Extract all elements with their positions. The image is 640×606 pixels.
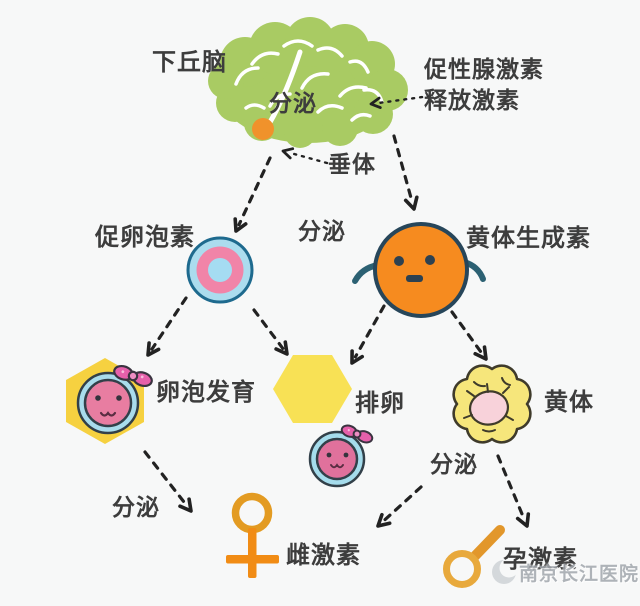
bow-icon xyxy=(340,424,374,444)
label-gnrh-line2: 释放激素 xyxy=(424,87,520,113)
ovulation-hexagon-icon xyxy=(273,355,352,423)
label-pituitary: 垂体 xyxy=(328,151,376,177)
label-pituitary-secretes: 分泌 xyxy=(298,218,346,244)
fsh-cell-icon xyxy=(186,236,254,304)
corpus-luteum-icon xyxy=(452,364,532,444)
progesterone-symbol-icon xyxy=(443,525,505,588)
watermark-logo-icon xyxy=(492,558,519,584)
label-ovulation: 排卵 xyxy=(355,390,405,417)
label-lh: 黄体生成素 xyxy=(466,225,591,252)
estrogen-symbol-icon xyxy=(226,492,279,578)
label-estrogen: 雌激素 xyxy=(286,542,361,569)
bow-icon xyxy=(113,364,153,388)
label-follicle-secretes: 分泌 xyxy=(112,494,160,520)
pituitary-dot-icon xyxy=(252,118,274,140)
label-corpus-luteum: 黄体 xyxy=(544,389,594,416)
label-fsh: 促卵泡素 xyxy=(95,224,195,251)
lh-cell-icon xyxy=(352,222,486,318)
label-gnrh: 促性腺激素 释放激素 xyxy=(424,54,544,116)
label-hypothalamus: 下丘脑 xyxy=(152,49,227,76)
follicle-ovum-icon xyxy=(76,364,153,435)
label-gnrh-line1: 促性腺激素 xyxy=(424,56,544,82)
label-follicle-development: 卵泡发育 xyxy=(156,379,256,406)
label-progesterone: 孕激素 xyxy=(503,546,578,573)
flow-arrows-layer xyxy=(143,94,531,528)
label-brain-secretes: 分泌 xyxy=(269,90,317,116)
watermark-text: 南京长江医院 xyxy=(519,564,640,585)
label-luteum-secretes: 分泌 xyxy=(430,451,478,477)
brain-icon xyxy=(208,17,408,148)
ovum-icon xyxy=(308,424,374,488)
